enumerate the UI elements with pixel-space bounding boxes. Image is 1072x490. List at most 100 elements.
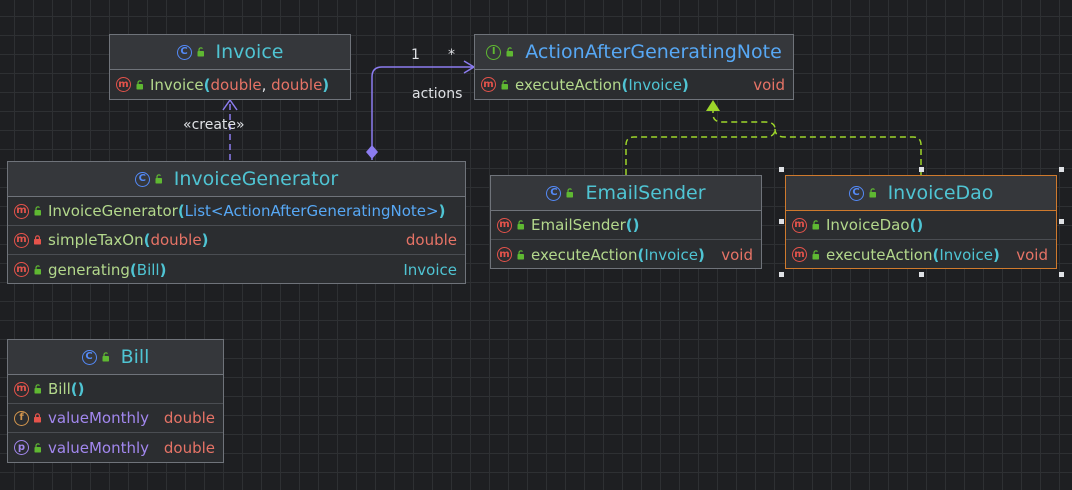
return-type: void bbox=[1016, 245, 1048, 264]
parens: () bbox=[70, 380, 85, 398]
param-generic-close: > bbox=[426, 202, 439, 220]
method-icon: m bbox=[792, 247, 807, 262]
paren-close: ) bbox=[697, 245, 705, 264]
public-visibility-icon bbox=[516, 249, 525, 260]
return-type: Invoice bbox=[403, 260, 457, 279]
paren-open: ( bbox=[932, 245, 940, 264]
resize-handle[interactable] bbox=[919, 272, 924, 277]
public-visibility-icon bbox=[33, 206, 42, 216]
public-visibility-icon bbox=[33, 384, 42, 394]
multiplicity-one: 1 bbox=[411, 47, 420, 63]
param-type: double bbox=[150, 231, 202, 249]
class-icon: C bbox=[176, 44, 192, 60]
realization-edge[interactable] bbox=[625, 100, 922, 175]
param-type: double bbox=[210, 75, 262, 94]
email-sender-constructor[interactable]: m EmailSender() bbox=[491, 211, 761, 240]
public-visibility-icon bbox=[196, 47, 205, 57]
class-icon: C bbox=[546, 185, 562, 201]
property-type: double bbox=[163, 438, 215, 457]
class-icon: C bbox=[848, 185, 864, 201]
multiplicity-many: * bbox=[448, 47, 455, 63]
simple-tax-on-method[interactable]: m simpleTaxOn(double) double bbox=[8, 226, 465, 255]
return-type: double bbox=[405, 231, 457, 249]
resize-handle[interactable] bbox=[779, 167, 784, 172]
public-visibility-icon bbox=[154, 174, 163, 184]
private-visibility-icon bbox=[33, 235, 42, 245]
invoice-class-node[interactable]: C Invoice m Invoice(double, double) bbox=[109, 34, 351, 100]
invoice-dao-execute-method[interactable]: m executeAction(Invoice) void bbox=[786, 240, 1056, 269]
actions-association-edge[interactable] bbox=[366, 60, 476, 160]
invoice-dao-class-node[interactable]: C InvoiceDao m InvoiceDao() m executeAct… bbox=[785, 175, 1057, 269]
invoice-header: C Invoice bbox=[110, 35, 350, 70]
composition-diamond bbox=[366, 145, 378, 159]
invoice-constructor[interactable]: m Invoice(double, double) bbox=[110, 70, 350, 99]
public-visibility-icon bbox=[505, 47, 514, 57]
return-type: void bbox=[753, 75, 785, 94]
resize-handle[interactable] bbox=[1059, 219, 1064, 224]
public-visibility-icon bbox=[811, 249, 820, 260]
paren-close: ) bbox=[201, 231, 209, 249]
paren-close: ) bbox=[438, 202, 446, 220]
method-name: simpleTaxOn bbox=[48, 231, 144, 249]
create-dependency-edge[interactable] bbox=[222, 98, 238, 160]
public-visibility-icon bbox=[500, 79, 509, 90]
paren-open: ( bbox=[203, 75, 211, 94]
bill-field-value-monthly[interactable]: f valueMonthly double bbox=[8, 404, 223, 433]
generating-method[interactable]: m generating(Bill) Invoice bbox=[8, 255, 465, 284]
interface-title: ActionAfterGeneratingNote bbox=[525, 41, 782, 63]
param-type: Invoice bbox=[939, 245, 993, 264]
paren-open: ( bbox=[621, 75, 629, 94]
public-visibility-icon bbox=[101, 352, 110, 362]
resize-handle[interactable] bbox=[1059, 272, 1064, 277]
bill-constructor[interactable]: m Bill() bbox=[8, 375, 223, 404]
action-header: I ActionAfterGeneratingNote bbox=[475, 35, 793, 70]
property-name: valueMonthly bbox=[48, 438, 150, 457]
invoice-generator-header: C InvoiceGenerator bbox=[8, 162, 465, 197]
method-name: InvoiceDao bbox=[826, 216, 910, 234]
param-type: Invoice bbox=[628, 75, 682, 94]
email-sender-execute-method[interactable]: m executeAction(Invoice) void bbox=[491, 240, 761, 269]
paren-open: ( bbox=[637, 245, 645, 264]
method-icon: m bbox=[14, 381, 29, 397]
return-type: void bbox=[721, 245, 753, 264]
class-title: EmailSender bbox=[585, 182, 706, 204]
action-interface-node[interactable]: I ActionAfterGeneratingNote m executeAct… bbox=[474, 34, 794, 100]
method-name: executeAction bbox=[826, 245, 933, 264]
method-icon: m bbox=[14, 262, 29, 277]
bill-class-node[interactable]: C Bill m Bill() f valueMonthly double p … bbox=[7, 339, 224, 463]
field-icon: f bbox=[14, 410, 29, 426]
email-sender-class-node[interactable]: C EmailSender m EmailSender() m executeA… bbox=[490, 175, 762, 269]
invoice-generator-class-node[interactable]: C InvoiceGenerator m InvoiceGenerator(Li… bbox=[7, 161, 466, 284]
create-label: «create» bbox=[183, 117, 245, 133]
resize-handle[interactable] bbox=[779, 272, 784, 277]
bill-property-value-monthly[interactable]: p valueMonthly double bbox=[8, 433, 223, 462]
field-type: double bbox=[163, 409, 215, 427]
class-title: InvoiceDao bbox=[887, 182, 994, 204]
method-icon: m bbox=[14, 203, 29, 219]
method-name: InvoiceGenerator bbox=[48, 202, 178, 220]
method-name: Bill bbox=[48, 380, 71, 398]
param-type: ActionAfterGeneratingNote bbox=[223, 202, 426, 220]
realization-arrowhead bbox=[706, 100, 720, 111]
method-icon: m bbox=[497, 247, 512, 262]
resize-handle[interactable] bbox=[919, 167, 924, 172]
param-type: double bbox=[271, 75, 323, 94]
paren-close: ) bbox=[681, 75, 689, 94]
invoice-dao-constructor[interactable]: m InvoiceDao() bbox=[786, 211, 1056, 240]
resize-handle[interactable] bbox=[779, 219, 784, 224]
action-execute-method[interactable]: m executeAction(Invoice) void bbox=[475, 70, 793, 99]
method-icon: m bbox=[792, 217, 807, 233]
method-name: executeAction bbox=[515, 75, 622, 94]
param-generic-open: List< bbox=[184, 202, 224, 220]
invoice-generator-constructor[interactable]: m InvoiceGenerator(List<ActionAfterGener… bbox=[8, 197, 465, 226]
param-type: Invoice bbox=[644, 245, 698, 264]
resize-handle[interactable] bbox=[1059, 167, 1064, 172]
class-title: Invoice bbox=[215, 41, 284, 63]
class-icon: C bbox=[134, 171, 150, 187]
paren-close: ) bbox=[992, 245, 1000, 264]
param-type: Bill bbox=[136, 260, 160, 279]
property-icon: p bbox=[14, 440, 29, 455]
method-name: executeAction bbox=[531, 245, 638, 264]
field-name: valueMonthly bbox=[48, 409, 150, 427]
